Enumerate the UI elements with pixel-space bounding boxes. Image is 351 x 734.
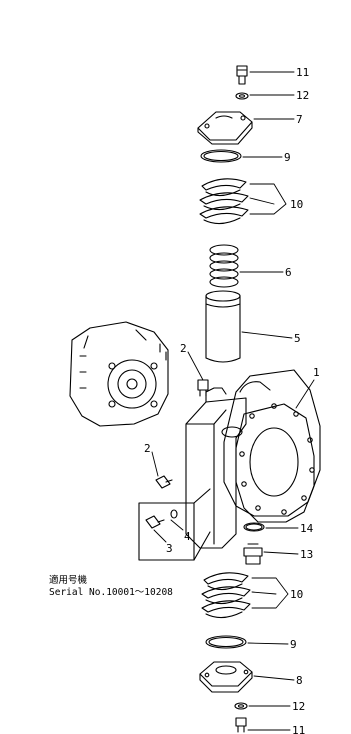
plug-part-2-left [155, 475, 173, 489]
o-ring-part-9-bottom [205, 635, 247, 649]
washer-part-12-bottom [234, 702, 248, 710]
callout-14: 14 [300, 522, 314, 535]
callout-5: 5 [294, 332, 301, 345]
o-ring-part-9-top [200, 149, 242, 163]
callout-1: 1 [313, 366, 320, 379]
callout-3: 3 [166, 542, 173, 555]
spring-seats-part-10-bottom [201, 572, 251, 619]
washer-part-12-top [235, 92, 249, 100]
spring-seats-part-10-top [199, 178, 249, 225]
callout-2-left: 2 [144, 442, 151, 455]
cover-plate-part-7 [197, 111, 253, 145]
background-housing-view [69, 321, 169, 427]
callout-8: 8 [296, 674, 303, 687]
callout-11-top: 11 [296, 66, 309, 79]
leader-lines [151, 71, 315, 731]
callout-11-bottom: 11 [292, 724, 305, 734]
o-ring-part-14 [243, 522, 265, 532]
callout-12-bottom: 12 [292, 700, 305, 713]
callout-9-top: 9 [284, 151, 291, 164]
callout-9-bottom: 9 [290, 638, 297, 651]
callout-7: 7 [296, 113, 303, 126]
caption-applicable-models: 適用号機 [49, 575, 88, 586]
cover-part-8 [199, 661, 253, 693]
plug-part-13 [243, 543, 263, 565]
detail-box-parts-3-4 [138, 488, 211, 561]
caption-serial-range: Serial No.10001～10208 [49, 587, 173, 598]
callout-10-top: 10 [290, 198, 303, 211]
sleeve-part-5 [205, 290, 241, 363]
plug-part-2-top [197, 379, 209, 397]
callout-13: 13 [300, 548, 313, 561]
callout-4: 4 [184, 530, 191, 543]
main-body-part-1 [185, 369, 321, 549]
bolt-part-11-bottom [235, 717, 247, 733]
callout-2-top: 2 [180, 342, 187, 355]
callout-12-top: 12 [296, 89, 309, 102]
spring-part-6 [209, 244, 239, 288]
callout-6: 6 [285, 266, 292, 279]
callout-10-bottom: 10 [290, 588, 303, 601]
bolt-part-11-top [236, 65, 248, 85]
